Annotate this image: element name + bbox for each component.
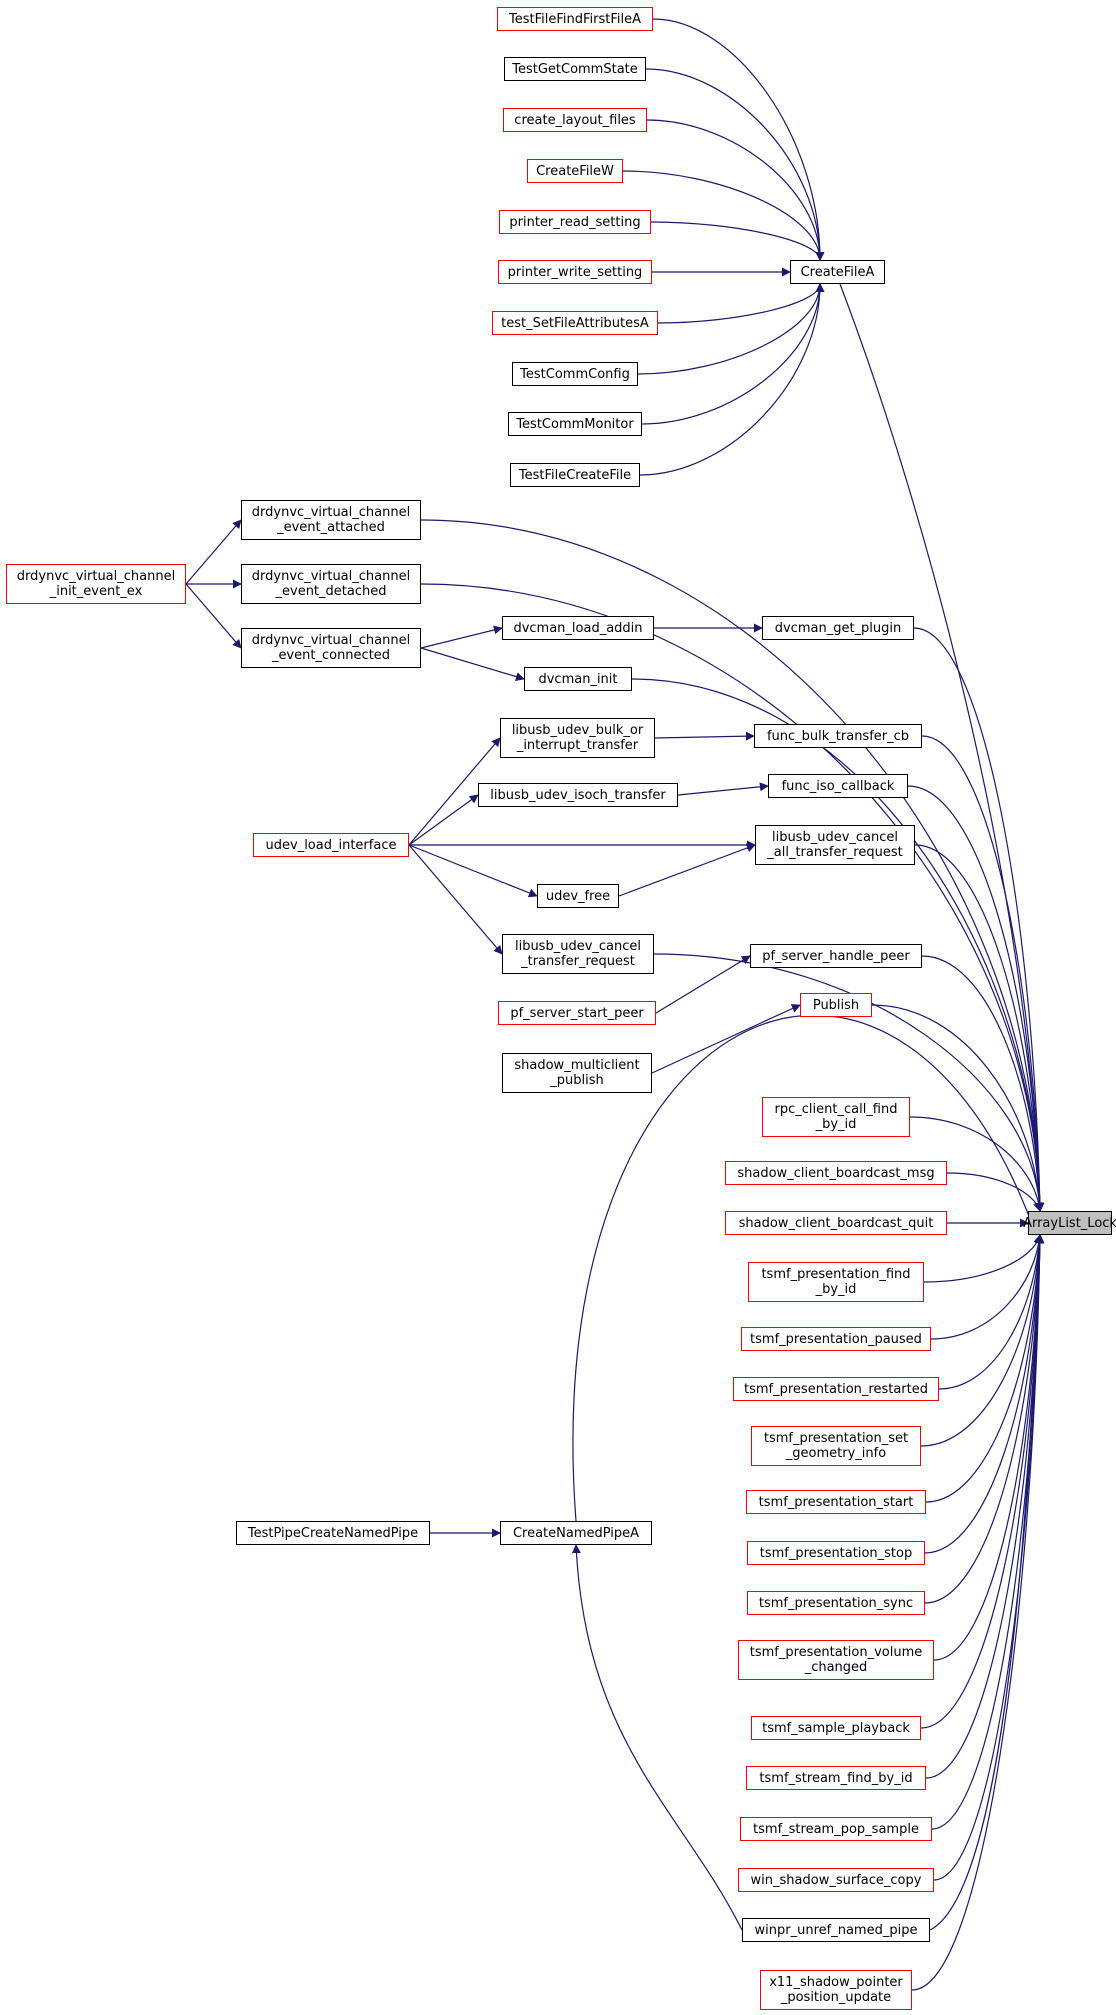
edge-libusb-cancel-all-to-arraylist-lock [914, 844, 1045, 1212]
edge-createfilew-to-createfilea [622, 170, 825, 261]
edge-createfilea-to-arraylist-lock [839, 283, 1045, 1212]
node-tsmf-presentation-set-geometry-info[interactable]: tsmf_presentation_set _geometry_info [751, 1426, 921, 1466]
edge-tsmf-presentation-sync-to-arraylist-lock [924, 1234, 1045, 1604]
node-libusb-cancel[interactable]: libusb_udev_cancel _transfer_request [502, 934, 654, 974]
edge-winpr-unref-named-pipe-to-createnamedpipea [571, 1544, 743, 1931]
edge-tsmf-presentation-stop-to-arraylist-lock [924, 1234, 1045, 1554]
edge-testcommmonitor-to-createfilea [641, 283, 825, 425]
node-func-bulk-transfer-cb[interactable]: func_bulk_transfer_cb [754, 724, 922, 748]
node-x11-shadow-pointer-position-update[interactable]: x11_shadow_pointer _position_update [760, 1970, 912, 2010]
node-tsmf-presentation-stop[interactable]: tsmf_presentation_stop [747, 1541, 925, 1565]
node-dvcman-init[interactable]: dvcman_init [524, 667, 632, 691]
node-shadow-client-boardcast-quit[interactable]: shadow_client_boardcast_quit [725, 1211, 947, 1235]
node-printer-write-setting[interactable]: printer_write_setting [498, 260, 652, 284]
node-tsmf-stream-pop-sample[interactable]: tsmf_stream_pop_sample [740, 1817, 932, 1841]
edge-testfilefindfirstfilea-to-createfilea [652, 18, 825, 261]
edge-tsmf-presentation-restarted-to-arraylist-lock [938, 1234, 1044, 1390]
edge-testcommconfig-to-createfilea [637, 283, 825, 375]
node-shadow-client-boardcast-msg[interactable]: shadow_client_boardcast_msg [725, 1161, 947, 1185]
node-pf-server-start-peer[interactable]: pf_server_start_peer [498, 1001, 656, 1025]
node-createfilea[interactable]: CreateFileA [790, 260, 885, 284]
edge-publish-to-arraylist-lock [871, 1004, 1045, 1212]
node-pf-server-handle-peer[interactable]: pf_server_handle_peer [750, 944, 922, 968]
edge-shadow-multiclient-publish-to-publish [651, 1004, 801, 1074]
edge-tsmf-sample-playback-to-arraylist-lock [920, 1234, 1045, 1729]
node-libusb-bulk[interactable]: libusb_udev_bulk_or _interrupt_transfer [500, 718, 655, 758]
edge-pf-server-start-peer-to-pf-server-handle-peer [655, 955, 751, 1014]
edge-createnamedpipea-to-winpr-unref-named-pipe [572, 1014, 1038, 1522]
node-udev-load-interface[interactable]: udev_load_interface [253, 833, 409, 857]
edge-udev-load-interface-to-libusb-isoch [408, 794, 479, 846]
edge-testgetcommstate-to-createfilea [645, 68, 825, 261]
edge-func-iso-callback-to-arraylist-lock [907, 785, 1045, 1212]
edge-udev-load-interface-to-libusb-bulk [408, 737, 501, 846]
edge-tsmf-presentation-set-geometry-info-to-arraylist-lock [920, 1234, 1045, 1447]
node-testfilefindfirstfilea[interactable]: TestFileFindFirstFileA [497, 7, 653, 31]
edge-udev-load-interface-to-udev-free [408, 844, 538, 898]
edge-drdynvc-connected-to-dvcman-load-addin [420, 625, 503, 649]
edge-drdynvc-connected-to-dvcman-init [420, 647, 525, 681]
node-dvcman-load-addin[interactable]: dvcman_load_addin [502, 616, 654, 640]
node-createnamedpipea[interactable]: CreateNamedPipeA [500, 1521, 652, 1545]
edge-rpc-client-call-find-by-id-to-arraylist-lock [909, 1116, 1044, 1212]
node-tsmf-stream-find-by-id[interactable]: tsmf_stream_find_by_id [746, 1766, 926, 1790]
edge-tsmf-presentation-volume-changed-to-arraylist-lock [933, 1234, 1045, 1661]
node-shadow-multiclient-publish[interactable]: shadow_multiclient _publish [502, 1053, 652, 1093]
node-tsmf-presentation-paused[interactable]: tsmf_presentation_paused [741, 1327, 931, 1351]
node-win-shadow-surface-copy[interactable]: win_shadow_surface_copy [738, 1868, 934, 1892]
node-testfilecreatefile[interactable]: TestFileCreateFile [510, 463, 640, 487]
node-tsmf-sample-playback[interactable]: tsmf_sample_playback [751, 1716, 921, 1740]
edge-pf-server-handle-peer-to-arraylist-lock [921, 955, 1045, 1212]
node-testcommmonitor[interactable]: TestCommMonitor [508, 412, 642, 436]
edge-x11-shadow-pointer-position-update-to-arraylist-lock [911, 1234, 1045, 1991]
edge-dvcman-get-plugin-to-arraylist-lock [913, 627, 1045, 1212]
node-drdynvc-attached[interactable]: drdynvc_virtual_channel _event_attached [241, 500, 421, 540]
edge-testfilecreatefile-to-createfilea [639, 283, 825, 476]
edge-shadow-client-boardcast-msg-to-arraylist-lock [946, 1172, 1042, 1212]
edge-func-bulk-transfer-cb-to-arraylist-lock [921, 735, 1045, 1212]
edge-libusb-isoch-to-func-iso-callback [677, 782, 769, 796]
node-libusb-isoch[interactable]: libusb_udev_isoch_transfer [478, 783, 678, 807]
node-dvcman-get-plugin[interactable]: dvcman_get_plugin [762, 616, 914, 640]
node-tsmf-presentation-find-by-id[interactable]: tsmf_presentation_find _by_id [748, 1262, 924, 1302]
node-winpr-unref-named-pipe[interactable]: winpr_unref_named_pipe [742, 1918, 930, 1942]
node-rpc-client-call-find-by-id[interactable]: rpc_client_call_find _by_id [762, 1097, 910, 1137]
edge-drdynvc-init-ex-to-drdynvc-attached [185, 519, 242, 585]
node-drdynvc-init-ex[interactable]: drdynvc_virtual_channel _init_event_ex [6, 564, 186, 604]
node-testcommconfig[interactable]: TestCommConfig [512, 362, 638, 386]
node-createfilew[interactable]: CreateFileW [527, 159, 623, 183]
node-tsmf-presentation-restarted[interactable]: tsmf_presentation_restarted [733, 1377, 939, 1401]
edge-udev-free-to-libusb-cancel-all [618, 843, 756, 897]
edge-create-layout-files-to-createfilea [646, 119, 825, 261]
node-testgetcommstate[interactable]: TestGetCommState [504, 57, 646, 81]
node-tsmf-presentation-volume-changed[interactable]: tsmf_presentation_volume _changed [738, 1640, 934, 1680]
node-udev-free[interactable]: udev_free [537, 884, 619, 908]
node-test-setfileattributesa[interactable]: test_SetFileAttributesA [492, 311, 658, 335]
node-drdynvc-connected[interactable]: drdynvc_virtual_channel _event_connected [241, 628, 421, 668]
node-create-layout-files[interactable]: create_layout_files [503, 108, 647, 132]
node-publish[interactable]: Publish [800, 993, 872, 1017]
node-tsmf-presentation-start[interactable]: tsmf_presentation_start [746, 1490, 926, 1514]
edge-drdynvc-init-ex-to-drdynvc-connected [185, 583, 242, 649]
edge-winpr-unref-named-pipe-to-arraylist-lock [929, 1234, 1045, 1931]
node-printer-read-setting[interactable]: printer_read_setting [499, 210, 651, 234]
edge-tsmf-presentation-paused-to-arraylist-lock [930, 1234, 1044, 1340]
edge-udev-load-interface-to-libusb-cancel [408, 844, 503, 955]
node-testpipecreatenamedpipe[interactable]: TestPipeCreateNamedPipe [236, 1521, 430, 1545]
root-node-arraylist-lock: ArrayList_Lock [1023, 1211, 1116, 1235]
edge-libusb-cancel-to-arraylist-lock [653, 953, 1045, 1212]
edge-tsmf-presentation-start-to-arraylist-lock [925, 1234, 1045, 1503]
edge-tsmf-stream-pop-sample-to-arraylist-lock [931, 1234, 1045, 1830]
node-drdynvc-detached[interactable]: drdynvc_virtual_channel _event_detached [241, 564, 421, 604]
node-func-iso-callback[interactable]: func_iso_callback [768, 774, 908, 798]
node-tsmf-presentation-sync[interactable]: tsmf_presentation_sync [747, 1591, 925, 1615]
node-libusb-cancel-all[interactable]: libusb_udev_cancel _all_transfer_request [755, 825, 915, 865]
edge-printer-read-setting-to-createfilea [650, 221, 825, 261]
edge-libusb-bulk-to-func-bulk-transfer-cb [654, 731, 755, 741]
